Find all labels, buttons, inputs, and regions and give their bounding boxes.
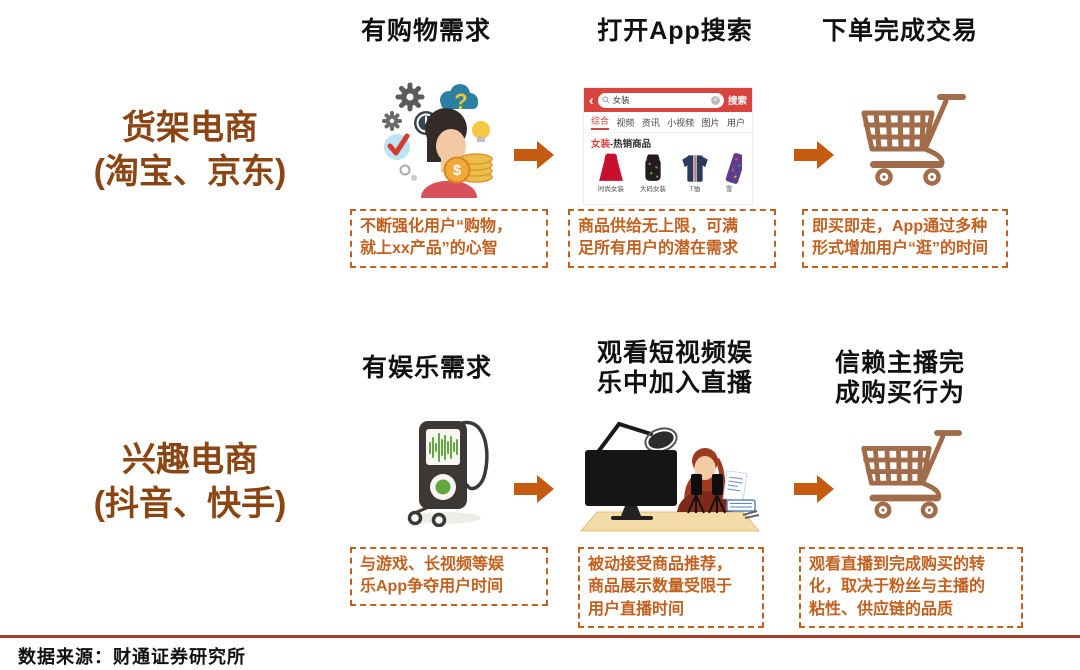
thinking-person-icon: ? $ — [377, 80, 497, 200]
search-input: 女装 × — [597, 92, 724, 108]
right-arrow-icon — [794, 475, 834, 503]
section-title-rest: -热销商品 — [610, 139, 652, 150]
section-title-keyword: 女装 — [591, 139, 611, 150]
product-card: 雪 — [716, 152, 742, 194]
step-header-open-app-search: 打开App搜索 — [597, 17, 753, 45]
search-button: 搜索 — [727, 96, 747, 107]
music-player-icon — [395, 405, 495, 530]
row-label-interest-ecommerce: 兴趣电商 (抖音、快手) — [93, 441, 287, 524]
red-dress-image — [599, 153, 623, 181]
navy-shirt-image — [682, 155, 708, 182]
step-header-place-order: 下单完成交易 — [821, 17, 978, 45]
product-label: 时尚女装 — [598, 186, 624, 193]
tab-image: 图片 — [701, 117, 720, 128]
clear-icon: × — [710, 95, 720, 105]
black-dress-image — [645, 154, 661, 181]
shopping-cart-icon — [856, 424, 962, 521]
step-header-watch-livestream: 观看短视频娱 乐中加入直播 — [596, 339, 753, 397]
product-list: 时尚女装 大码女装 T恤 — [584, 151, 752, 194]
right-arrow-icon — [514, 475, 554, 503]
note-box: 与游戏、长视频等娱 乐App争夺用户时间 — [350, 547, 548, 606]
note-box: 即买即走，App通过多种 形式增加用户“逛”的时间 — [802, 209, 1008, 268]
note-box: 商品供给无上限，可满 足所有用户的潜在需求 — [568, 209, 776, 268]
tab-video: 视频 — [616, 117, 635, 128]
app-header-bar: ‹ 女装 × 搜索 — [584, 88, 752, 112]
shopping-cart-icon — [856, 88, 966, 188]
question-mark-glyph: ? — [454, 89, 467, 114]
note-box: 不断强化用户“购物， 就上xx产品”的心智 — [350, 209, 548, 268]
note-box: 观看直播到完成购买的转 化，取决于粉丝与主播的 粘性、供应链的品质 — [799, 547, 1023, 629]
source-divider-line — [0, 635, 1080, 638]
app-tab-bar: 综合 视频 资讯 小视频 图片 用户 — [584, 112, 752, 133]
product-label: 大码女装 — [640, 186, 666, 193]
product-card: 时尚女装 — [590, 152, 632, 194]
step-header-trust-host-buy: 信赖主播完 成购买行为 — [834, 349, 965, 407]
patterned-garment-image — [725, 153, 742, 184]
tab-news: 资讯 — [641, 117, 660, 128]
right-arrow-icon — [794, 141, 834, 169]
data-source-text: 数据来源：财通证券研究所 — [18, 647, 246, 667]
note-box: 被动接受商品推荐， 商品展示数量受限于 用户直播时间 — [578, 547, 764, 629]
tab-user: 用户 — [726, 117, 745, 128]
search-icon — [602, 96, 610, 104]
product-card: 大码女装 — [632, 152, 674, 194]
right-arrow-icon — [514, 141, 554, 169]
search-value: 女装 — [612, 94, 630, 105]
tab-short-video: 小视频 — [667, 117, 695, 128]
tab-all: 综合 — [591, 114, 610, 130]
dollar-glyph: $ — [453, 162, 462, 179]
livestream-studio-icon — [575, 416, 765, 538]
app-search-screenshot: ‹ 女装 × 搜索 综合 视频 资讯 小视频 图片 用户 女装-热销商品 — [583, 87, 753, 205]
product-card: T恤 — [674, 152, 716, 194]
row-label-shelf-ecommerce: 货架电商 (淘宝、京东) — [93, 109, 287, 192]
back-icon: ‹ — [589, 92, 594, 108]
step-header-entertainment-need: 有娱乐需求 — [361, 354, 492, 382]
step-header-shopping-need: 有购物需求 — [360, 17, 491, 45]
product-label: T恤 — [689, 186, 701, 193]
section-title: 女装-热销商品 — [584, 133, 752, 151]
product-label: 雪 — [725, 186, 733, 193]
